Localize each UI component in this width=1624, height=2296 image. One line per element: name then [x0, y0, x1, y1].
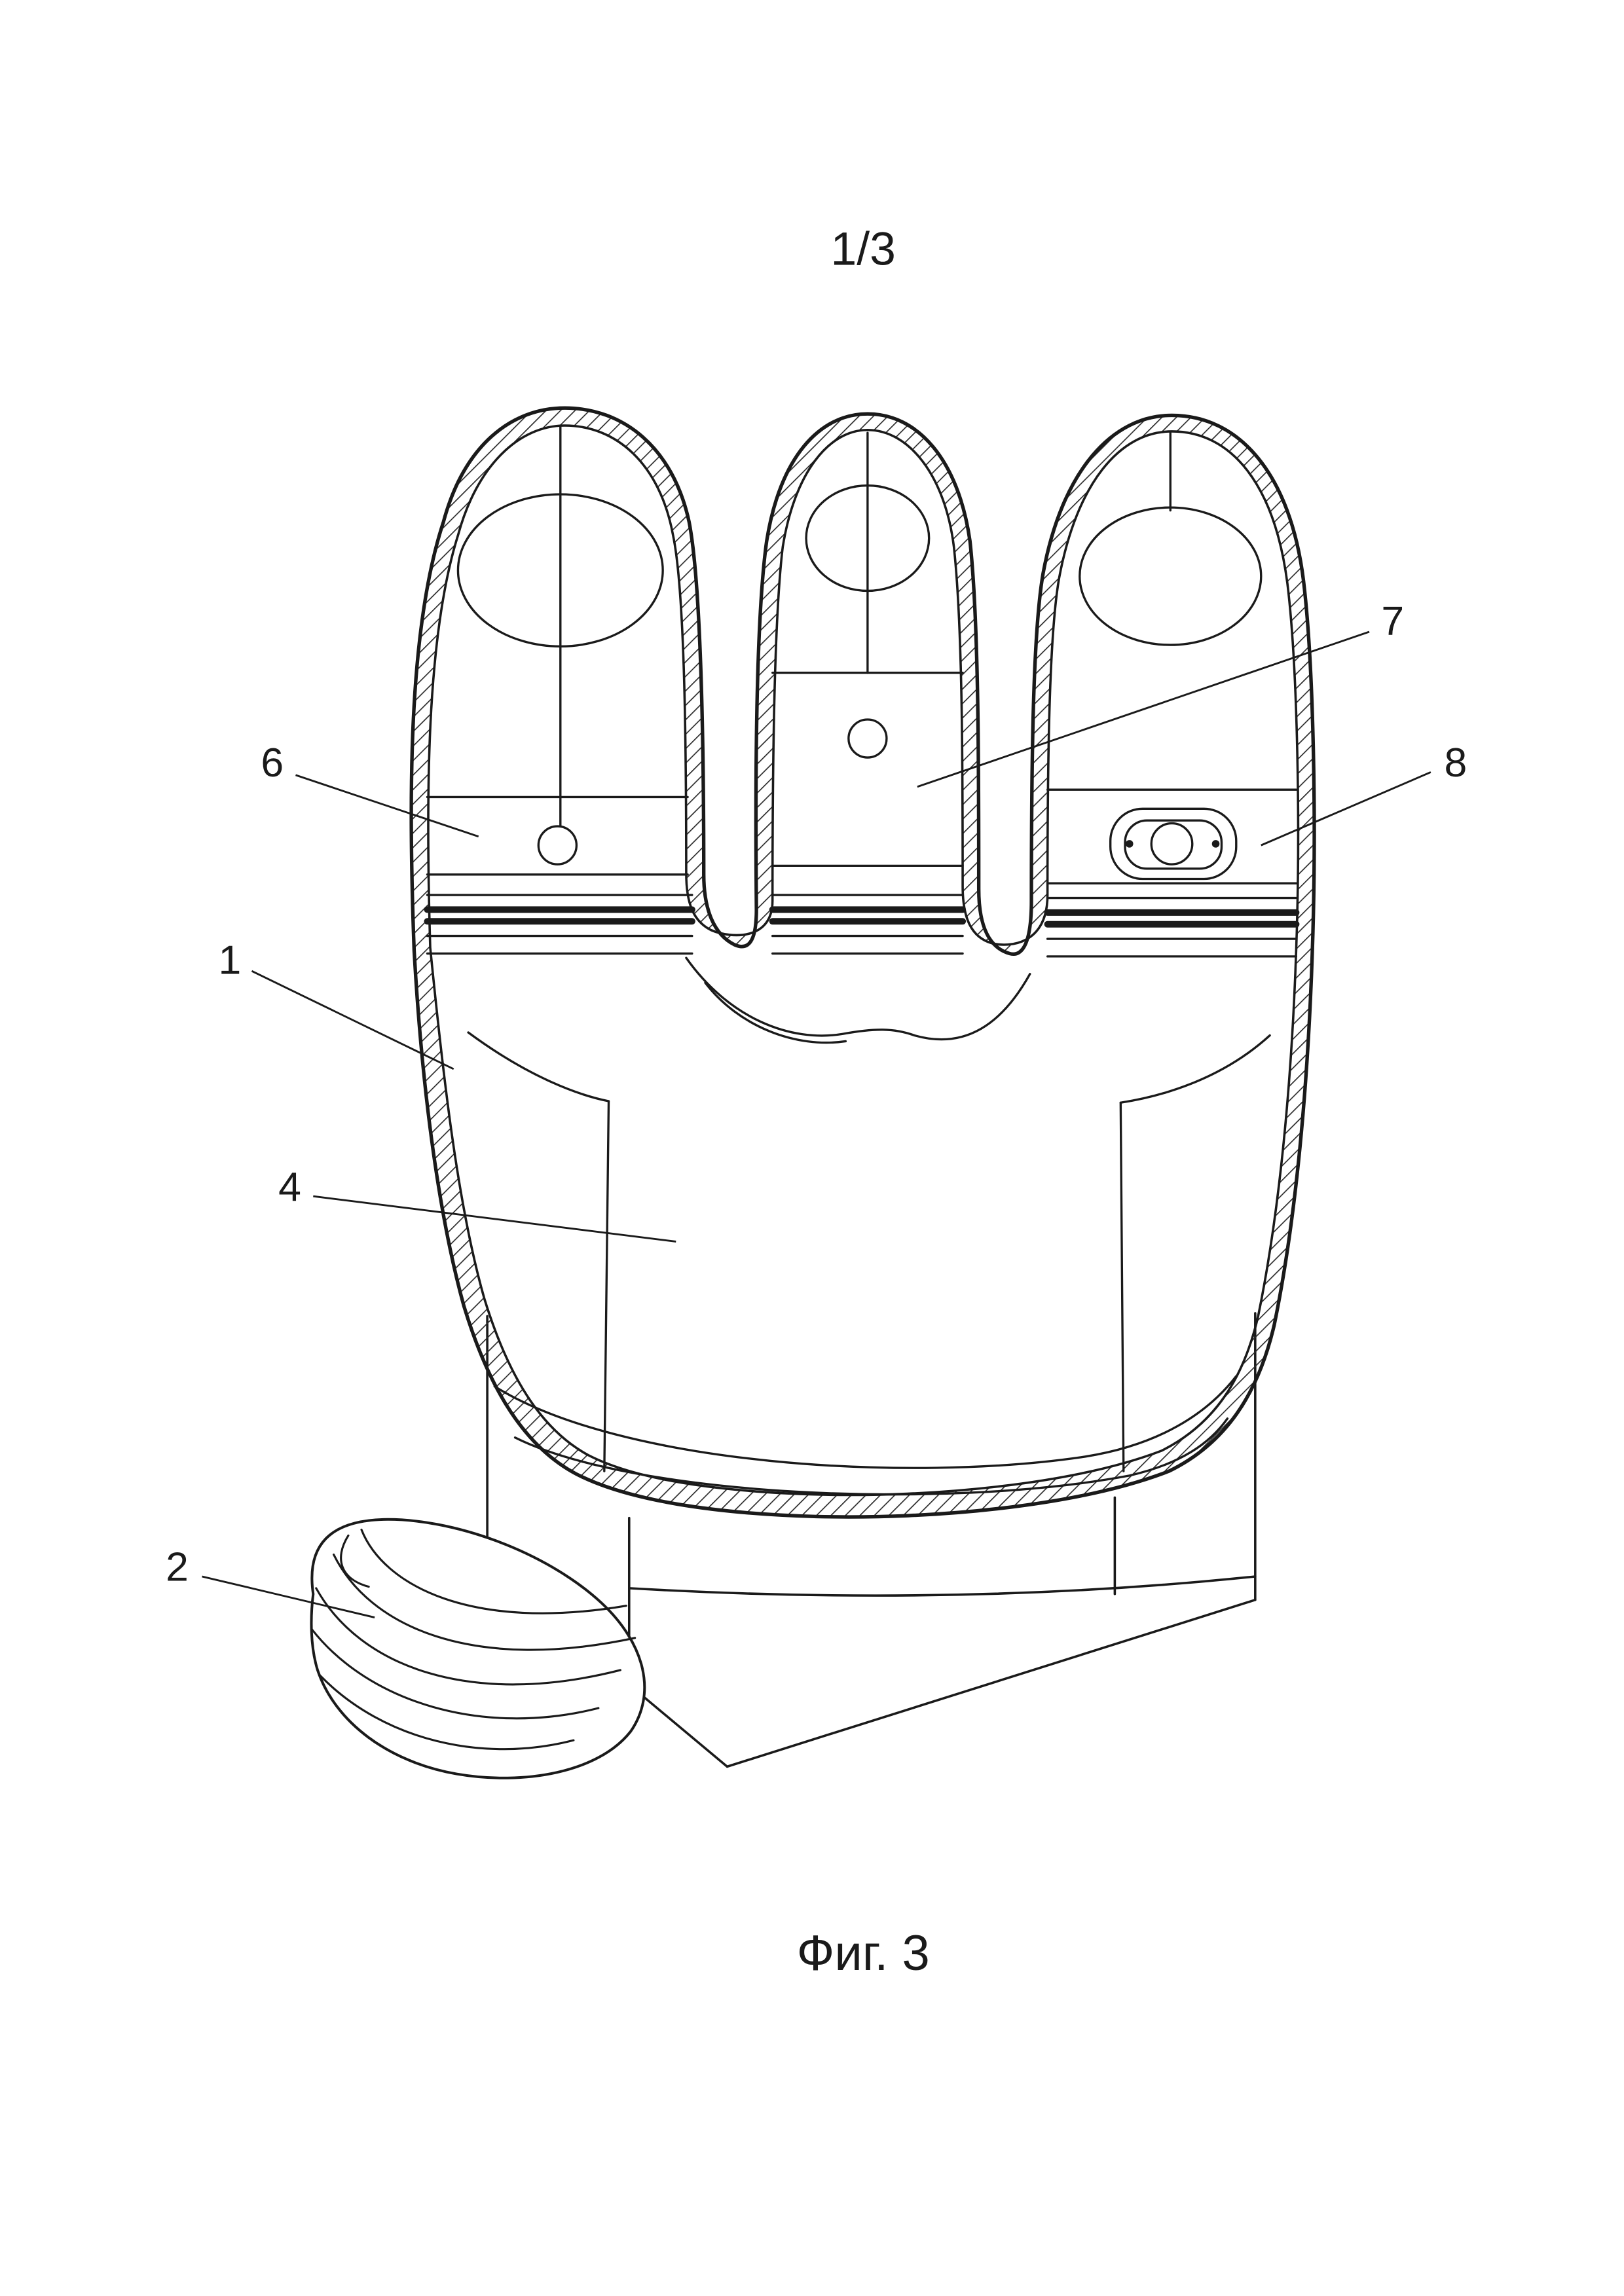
callout-8-leader [1261, 771, 1431, 847]
left-finger-mechanism [424, 426, 695, 955]
middle-finger-pivot-hole [847, 718, 888, 759]
thumb-contour-curl [340, 1534, 370, 1588]
callout-7-leader [917, 630, 1370, 788]
thumb-contour-4 [332, 1553, 637, 1651]
right-finger-fastener-dot-left [1125, 840, 1134, 848]
base-bottom-right [726, 1598, 1257, 1768]
sheet-index: 1/3 [831, 223, 896, 275]
thumb-stump [310, 1518, 646, 1779]
base-horizontal-line [627, 1575, 1257, 1597]
callout-1: 1 [219, 938, 242, 983]
callout-2-leader [202, 1575, 375, 1618]
palm-webbing-curve-2 [704, 981, 847, 1044]
right-finger-mechanism [1044, 431, 1300, 958]
right-finger-fastener-inner [1124, 819, 1223, 870]
callout-4: 4 [278, 1164, 301, 1210]
callout-6-leader [295, 774, 479, 838]
callout-1-leader [251, 970, 454, 1070]
callout-2: 2 [166, 1544, 189, 1590]
callout-labels: 7 8 6 1 4 2 [166, 598, 1467, 1590]
callout-8: 8 [1444, 740, 1467, 786]
palm-shoulder-left [467, 1031, 610, 1102]
middle-finger-mechanism [769, 431, 967, 955]
callouts [202, 630, 1431, 1618]
right-finger-fastener-hole [1150, 822, 1194, 866]
shell-wall-hatch [411, 408, 1314, 1518]
figure-caption: Фиг. 3 [797, 1925, 930, 1981]
shell-outer-outline [409, 406, 1316, 1519]
palm-webbing-curve [685, 957, 1031, 1041]
palm-cavity [467, 957, 1271, 1496]
right-finger-fastener-outer [1109, 807, 1238, 881]
palm-floor-arc-1 [493, 1375, 1238, 1469]
right-fingertip-cavity [1079, 506, 1263, 646]
thumb-outline [310, 1518, 646, 1779]
thumb-contour-1 [319, 1675, 575, 1751]
thumb-contour-2 [310, 1628, 600, 1720]
thumb-contour-3 [315, 1587, 621, 1686]
thumb-contour-5 [360, 1528, 627, 1614]
callout-4-leader [313, 1195, 676, 1243]
palm-shoulder-right [1119, 1034, 1271, 1104]
palm-chassis-left-edge [603, 1100, 610, 1472]
left-finger-pivot-hole [537, 825, 578, 866]
right-finger-fastener-dot-right [1211, 840, 1220, 848]
base-bottom-point [627, 1683, 729, 1768]
hand-shell [409, 406, 1316, 1519]
shell-inner-outline [427, 424, 1300, 1497]
palm-floor-arc-2 [513, 1417, 1229, 1496]
callout-7: 7 [1381, 598, 1404, 644]
palm-chassis-right-edge [1119, 1101, 1125, 1472]
callout-6: 6 [261, 740, 284, 786]
